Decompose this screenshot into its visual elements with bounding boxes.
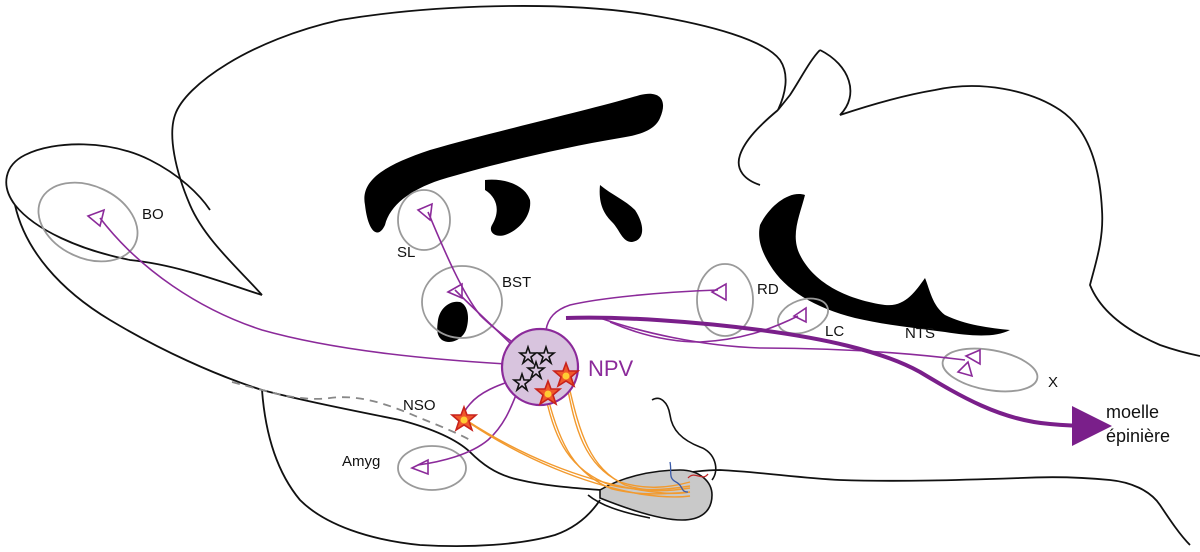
label-moelle: moelle [1106, 402, 1159, 422]
label-npv: NPV [588, 356, 634, 381]
amyg-projection [417, 389, 519, 466]
portal-vessel-blue [669, 461, 689, 493]
bo-terminal [86, 208, 106, 228]
x-terminal [956, 360, 974, 378]
bst-projection [454, 289, 513, 346]
bo-region [37, 181, 139, 263]
x-region [941, 347, 1039, 393]
label-rd: RD [757, 281, 779, 298]
label-lc: LC [825, 323, 844, 340]
lc-terminal [792, 306, 807, 324]
projection-terminals [86, 202, 981, 476]
pituitary [587, 397, 717, 521]
star-icon [517, 344, 539, 366]
nts-terminal [964, 348, 981, 366]
amyg-terminal [410, 458, 429, 476]
pituitary-fibers [465, 379, 691, 498]
rd-terminal [710, 282, 727, 302]
label-amyg: Amyg [342, 453, 380, 470]
npv-parvocellular-neurons [511, 344, 557, 393]
label-sl: SL [397, 244, 415, 261]
star-icon [511, 371, 533, 393]
label-bst: BST [502, 274, 531, 291]
projections [99, 211, 966, 466]
rd-region [696, 263, 754, 337]
star-icon [525, 359, 547, 381]
star-icon [535, 344, 557, 366]
label-x: X [1048, 374, 1058, 391]
bo-projection [99, 217, 507, 365]
spinal-cord-projection [565, 315, 1112, 446]
ventricles [364, 93, 1010, 342]
portal-vessel-red [687, 473, 709, 479]
nts-projection [599, 317, 966, 361]
sl-region [397, 189, 451, 251]
dashed-boundary [231, 381, 471, 441]
bst-region [421, 265, 503, 339]
rd-projection [545, 289, 719, 331]
label-nso: NSO [403, 397, 436, 414]
sl-terminal [416, 202, 433, 222]
label-epiniere: épinière [1106, 426, 1170, 446]
bst-terminal [446, 282, 463, 300]
label-nts: NTS [905, 325, 935, 342]
star-cores [460, 372, 570, 424]
brain-outline [5, 5, 1200, 548]
amyg-region [397, 445, 467, 491]
label-bo: BO [142, 206, 164, 223]
